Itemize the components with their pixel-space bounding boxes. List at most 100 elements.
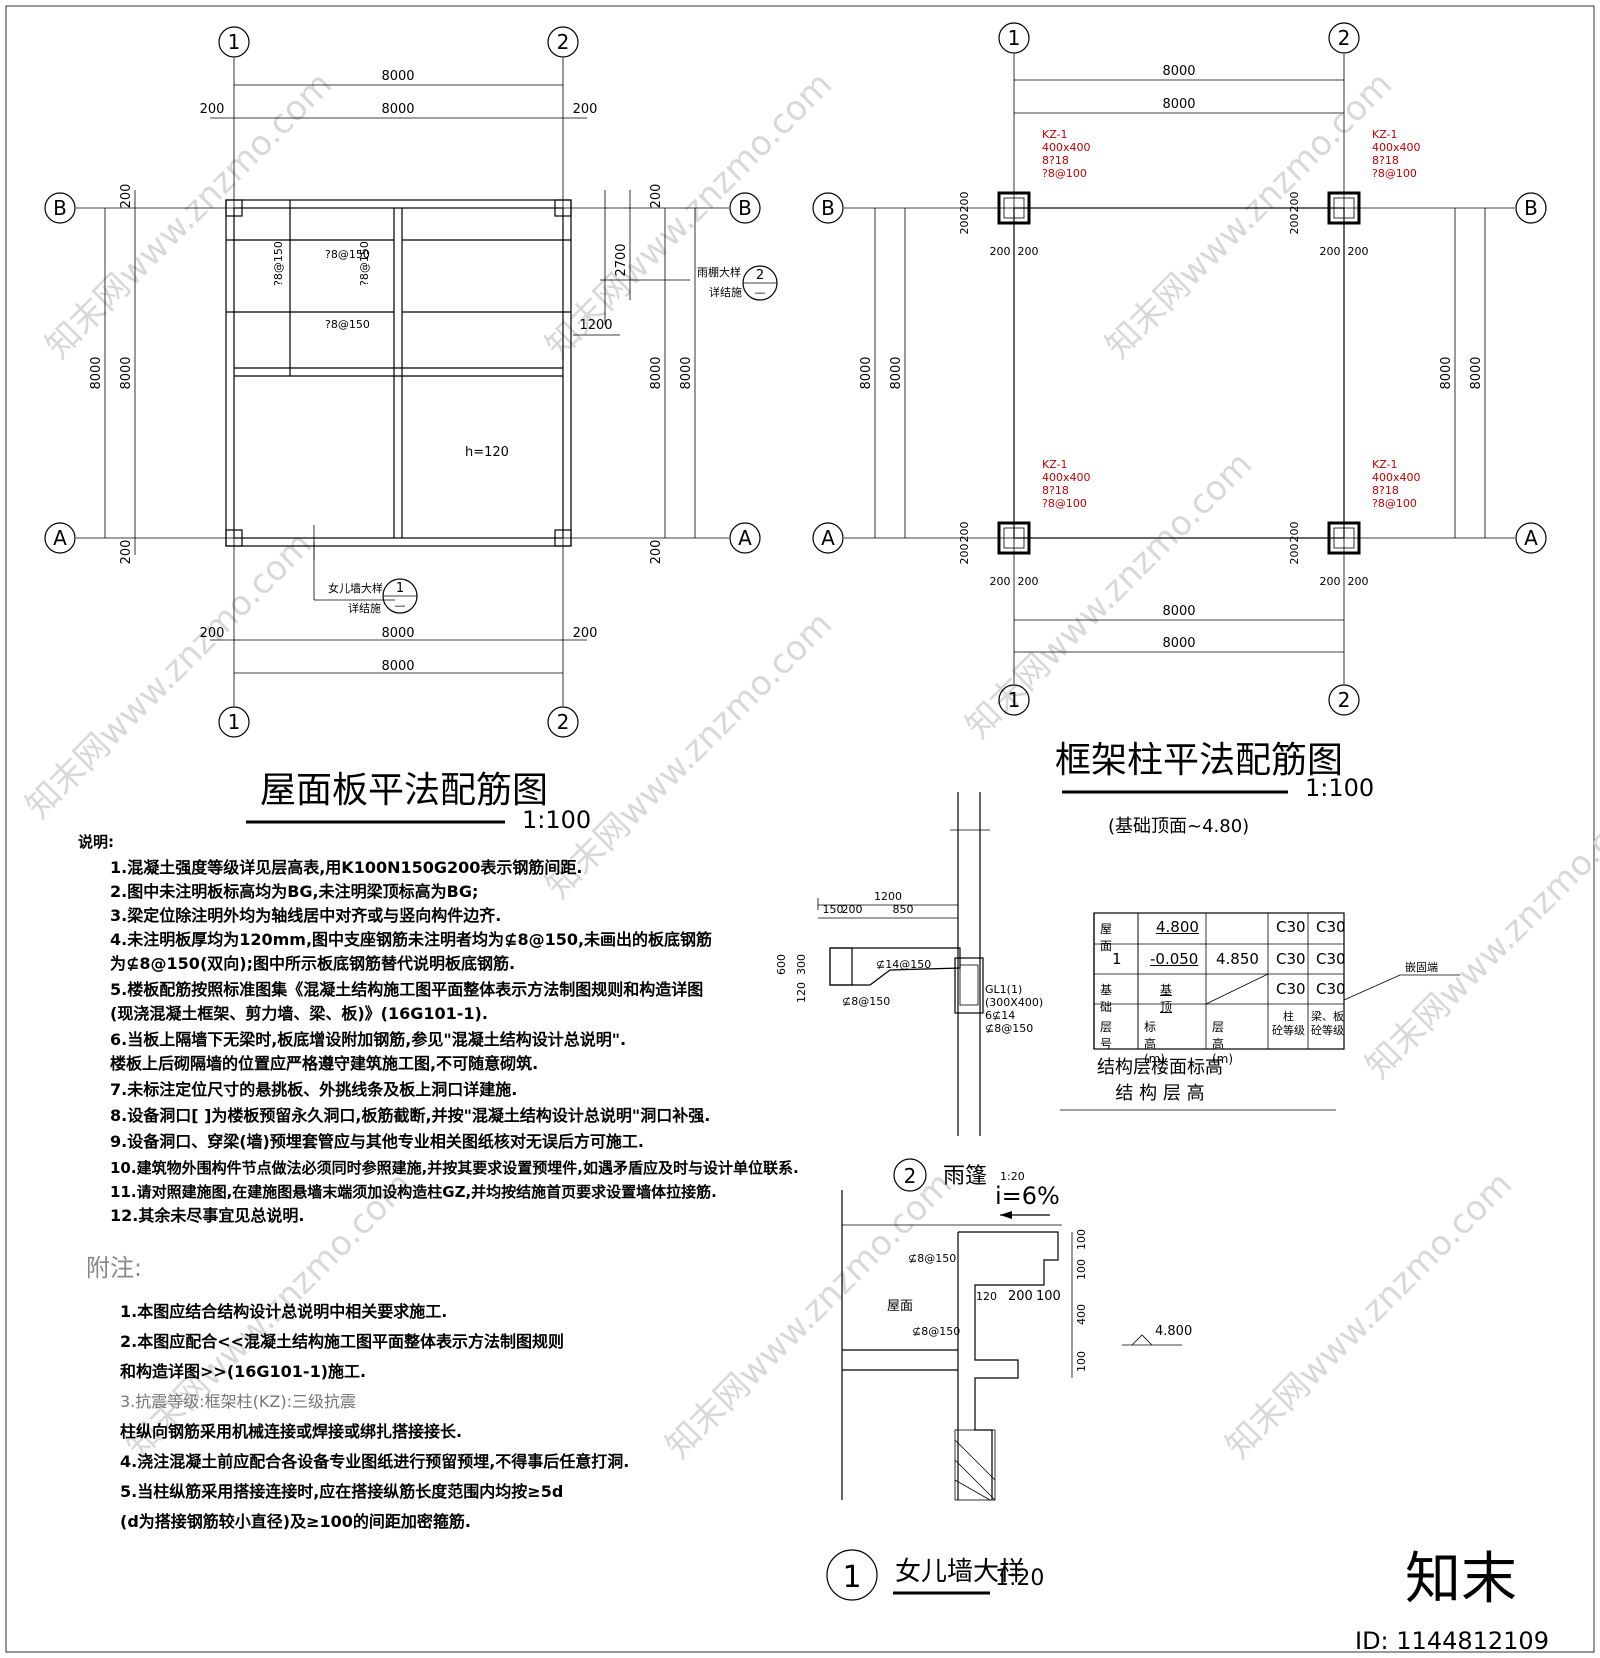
parapet-detail: ⊈8@150 ⊈8@150 屋面 200 100 120 100 100 400… (826, 1190, 1192, 1601)
axis-label: A (738, 526, 752, 550)
dim-text: 200 (1018, 575, 1039, 588)
rebar-label: ⊈8@150 (908, 1252, 956, 1265)
table-cell: C30 (1276, 918, 1306, 936)
brand-watermark: 知末 (1405, 1547, 1517, 1612)
note-item: 楼板上后砌隔墙的位置应严格遵守建筑施工图,不可随意砌筑. (110, 1054, 539, 1073)
dim-text: 200 (1288, 214, 1301, 235)
roof-plan-scale: 1:100 (522, 806, 591, 834)
axis-bubble-1-bottom (998, 684, 1030, 716)
note-item: 11.请对照建施图,在建施图悬墙末端须加设构造柱GZ,并均按结施首页要求设置墙体… (110, 1183, 717, 1201)
dim-text: 8000 (1162, 636, 1195, 651)
dim-text: 120 (795, 982, 808, 1003)
column-label: KZ-1 (1372, 128, 1398, 141)
ref-num: 1 (842, 1560, 861, 1595)
ref-num: 1 (396, 581, 404, 596)
rebar-label: ⊈8@150 (842, 995, 890, 1008)
note-item: 9.设备洞口、穿梁(墙)预埋套管应与其他专业相关图纸核对无误后方可施工. (110, 1132, 644, 1151)
note-item: 7.未标注定位尺寸的悬挑板、外挑线条及板上洞口详建施. (110, 1080, 518, 1099)
dim-text: 8000 (1439, 356, 1454, 389)
note-item: 2.图中未注明板标高均为BG,未注明梁顶标高为BG; (110, 882, 479, 901)
watermark-text: 知末网www.znzmo.com (958, 444, 1260, 746)
dim-text: 200 (1288, 192, 1301, 213)
dim-text: 200 (649, 184, 664, 209)
axis-label: B (1524, 196, 1538, 220)
appendix-item: 2.本图应配合<<混凝土结构施工图平面整体表示方法制图规则 (120, 1332, 565, 1351)
table-cell: C30 (1316, 950, 1346, 968)
dim-text: 100 (1075, 1229, 1088, 1250)
axis-label: 2 (557, 30, 570, 54)
dim-text: 8000 (381, 102, 414, 117)
note-item: 10.建筑物外围构件节点做法必须同时参照建施,并按其要求设置预埋件,如遇矛盾应及… (110, 1159, 799, 1177)
axis-label: 1 (1008, 688, 1021, 712)
dim-text: 600 (775, 954, 788, 975)
slab-thickness: h=120 (465, 445, 509, 460)
rebar-label: ?8@150 (358, 241, 371, 286)
beam-label: 6⊈14 (985, 1009, 1015, 1022)
dim-text: 8000 (679, 356, 694, 389)
axis-label: 2 (1338, 26, 1351, 50)
dim-text: 200 (573, 626, 598, 641)
dim-text: 400 (1075, 1304, 1088, 1325)
dim-text: 200 (990, 575, 1011, 588)
column-label: ?8@100 (1372, 497, 1417, 510)
dim-text: 8000 (859, 356, 874, 389)
axis-bubble-B-right (1515, 192, 1547, 224)
table-header: 层高(m) (1212, 1020, 1234, 1066)
dim-text: 8000 (1162, 604, 1195, 619)
dim-text: 200 (1288, 544, 1301, 565)
column-plan-scale: 1:100 (1305, 774, 1374, 802)
appendix-item: 1.本图应结合结构设计总说明中相关要求施工. (120, 1302, 448, 1321)
beam-label: (300X400) (985, 996, 1043, 1009)
dim-text: 8000 (381, 626, 414, 641)
dim-text: 200 (842, 903, 863, 916)
rebar-label: ?8@150 (272, 241, 285, 286)
watermark-text: 知末网www.znzmo.com (658, 1164, 960, 1466)
column-kz1 (997, 191, 1361, 555)
dim-text: 8000 (1162, 64, 1195, 79)
table-cell: C30 (1276, 980, 1306, 998)
dim-text: 120 (976, 1290, 997, 1303)
beam-label: GL1(1) (985, 983, 1022, 996)
dim-text: 8000 (1162, 97, 1195, 112)
axis-label: 1 (228, 30, 241, 54)
axis-bubble-A-left (812, 522, 844, 554)
beam-label: ⊈8@150 (985, 1022, 1033, 1035)
column-plan-title: 框架柱平法配筋图 (1055, 740, 1343, 781)
dim-text: 100 (1075, 1259, 1088, 1280)
table-cell: 4.850 (1216, 950, 1259, 968)
column-label: 8?18 (1372, 154, 1399, 167)
elevation-label: 4.800 (1155, 1324, 1192, 1339)
note-item: 5.楼板配筋按照标准图集《混凝土结构施工图平面整体表示方法制图规则和构造详图 (110, 980, 704, 999)
column-label: 400x400 (1372, 141, 1421, 154)
note-item: 8.设备洞口[ ]为楼板预留永久洞口,板筋截断,并按"混凝土结构设计总说明"洞口… (110, 1106, 711, 1125)
axis-label: B (821, 196, 835, 220)
watermark-text: 知末网www.znzmo.com (1358, 784, 1600, 1086)
watermark-text: 知末网www.znzmo.com (1098, 64, 1400, 366)
dim-text: 200 (990, 245, 1011, 258)
table-cell: 4.800 (1156, 918, 1199, 936)
column-label: KZ-1 (1042, 458, 1068, 471)
rebar-label: ?8@150 (325, 318, 370, 331)
column-label: KZ-1 (1042, 128, 1068, 141)
note-item: 4.未注明板厚均为120mm,图中支座钢筋未注明者均为⊈8@150,未画出的板底… (110, 930, 713, 949)
dim-text: 100 (1075, 1351, 1088, 1372)
table-tag: 嵌固端 (1405, 961, 1438, 974)
column-label: KZ-1 (1372, 458, 1398, 471)
dim-text: 8000 (119, 356, 134, 389)
dim-text: 2700 (614, 243, 629, 276)
table-cell: 1 (1112, 950, 1122, 968)
table-caption: 结 构 层 高 (1115, 1083, 1204, 1104)
watermark-text: 知末网www.znzmo.com (38, 64, 340, 366)
axis-bubble-2-top (1328, 22, 1360, 54)
table-header: 柱 砼等级 (1272, 1010, 1305, 1037)
table-cell: 屋面 (1100, 922, 1113, 953)
dim-text: 850 (893, 903, 914, 916)
axis-bubble-B-right (729, 192, 761, 224)
table-cell: C30 (1316, 918, 1346, 936)
note-item: 3.梁定位除注明外均为轴线居中对齐或与竖向构件边齐. (110, 906, 502, 925)
appendix-item: (d为搭接钢筋较小直径)及≥100的间距加密箍筋. (120, 1512, 471, 1531)
table-header: 梁、板 砼等级 (1311, 1010, 1344, 1037)
ref-den: — (755, 286, 766, 299)
dim-text: 8000 (381, 69, 414, 84)
